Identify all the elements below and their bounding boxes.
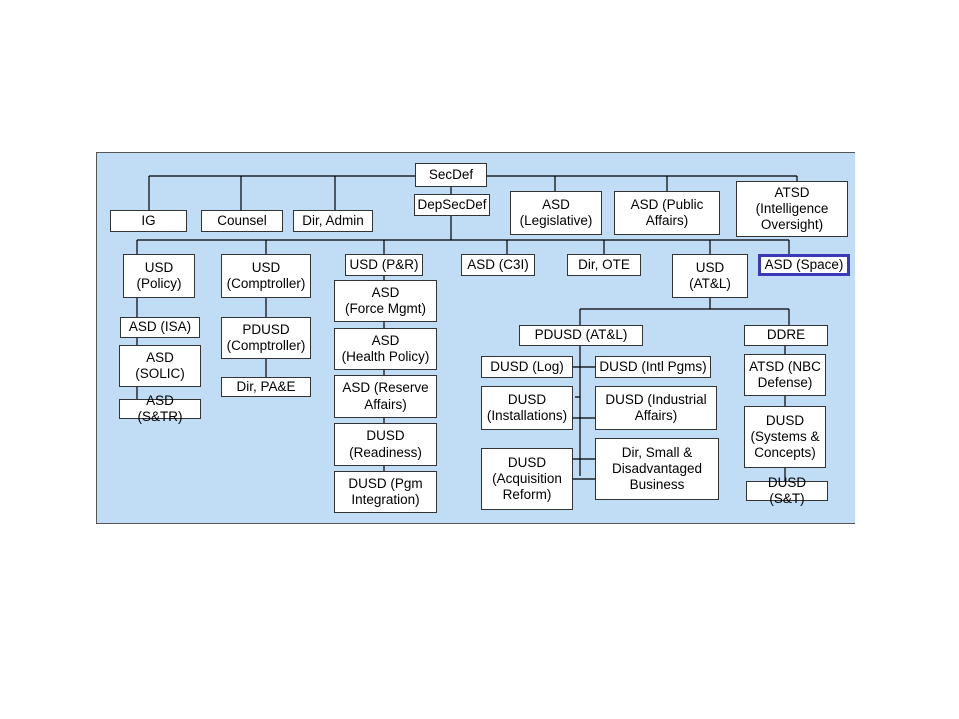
node-dusd-systems-concepts: DUSD (Systems & Concepts)	[744, 406, 826, 468]
node-counsel: Counsel	[201, 210, 283, 232]
node-dusd-readiness: DUSD (Readiness)	[334, 423, 437, 466]
node-dusd-st: DUSD (S&T)	[746, 475, 828, 506]
node-usd-comptroller: USD (Comptroller)	[221, 254, 311, 298]
node-depsecdef: DepSecDef	[414, 194, 490, 216]
node-pdusd-comptroller: PDUSD (Comptroller)	[221, 317, 311, 359]
node-dusd-acquisition-reform: DUSD (Acquisition Reform)	[481, 448, 573, 510]
node-dusd-log: DUSD (Log)	[481, 356, 573, 378]
connector-lines	[136, 175, 798, 481]
node-dir-ote: Dir, OTE	[567, 254, 641, 276]
node-asd-solic: ASD (SOLIC)	[119, 345, 201, 387]
node-ddre: DDRE	[744, 325, 828, 346]
node-dusd-intl-pgms: DUSD (Intl Pgms)	[595, 356, 711, 378]
node-secdef: SecDef	[415, 163, 487, 187]
node-dir-pae: Dir, PA&E	[221, 377, 311, 397]
node-asd-isa: ASD (ISA)	[120, 317, 200, 338]
node-usd-pr: USD (P&R)	[345, 254, 423, 276]
node-dir-admin: Dir, Admin	[293, 210, 373, 232]
node-asd-space: ASD (Space)	[758, 254, 850, 276]
node-asd-str: ASD (S&TR)	[119, 393, 201, 424]
node-asd-legislative: ASD (Legislative)	[510, 191, 602, 235]
node-atsd-nbc-defense: ATSD (NBC Defense)	[744, 354, 826, 396]
node-dusd-industrial-affairs: DUSD (Industrial Affairs)	[595, 386, 717, 430]
org-chart: SecDef DepSecDef IG Counsel Dir, Admin A…	[96, 152, 855, 524]
node-usd-policy: USD (Policy)	[123, 254, 195, 298]
node-pdusd-atl: PDUSD (AT&L)	[519, 325, 643, 346]
node-asd-health-policy: ASD (Health Policy)	[334, 328, 437, 370]
node-asd-public-affairs: ASD (Public Affairs)	[614, 191, 720, 235]
node-dir-small-business: Dir, Small & Disadvantaged Business	[595, 438, 719, 500]
node-asd-reserve-affairs: ASD (Reserve Affairs)	[334, 375, 437, 418]
node-usd-atl: USD (AT&L)	[672, 254, 748, 298]
node-ig: IG	[110, 210, 187, 232]
node-atsd-intelligence-oversight: ATSD (Intelligence Oversight)	[736, 181, 848, 237]
node-asd-force-mgmt: ASD (Force Mgmt)	[334, 280, 437, 322]
node-dusd-installations: DUSD (Installations)	[481, 386, 573, 430]
node-dusd-pgm-integration: DUSD (Pgm Integration)	[334, 471, 437, 513]
node-asd-c3i: ASD (C3I)	[461, 254, 535, 276]
